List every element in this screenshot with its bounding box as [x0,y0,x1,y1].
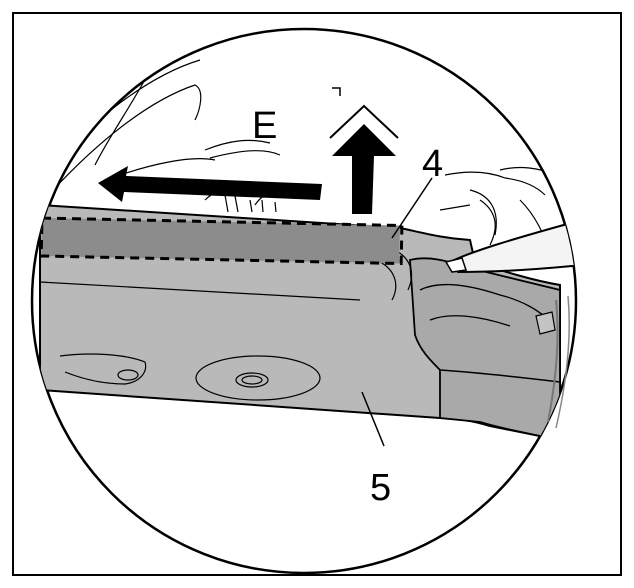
part-surface-details [39,249,413,401]
arrow-up-icon [332,124,396,214]
direction-label-e: E [252,105,277,147]
trim-strip-part-4 [41,217,400,264]
part-right-edge [547,299,559,423]
callout-label-4: 4 [422,143,443,185]
end-section-pocket [419,283,551,327]
leader-line-4 [391,177,433,239]
end-section-tab [535,311,556,335]
trim-strip-dashed-outline [39,216,404,266]
small-corner-mark [332,87,341,96]
arrow-left-icon [98,166,322,202]
arrow-up-chevron [329,104,399,139]
callout-label-5: 5 [370,467,391,509]
end-section-inner-edge [439,369,561,383]
part-right-edge-outer [555,295,570,429]
leader-line-5 [361,391,385,447]
